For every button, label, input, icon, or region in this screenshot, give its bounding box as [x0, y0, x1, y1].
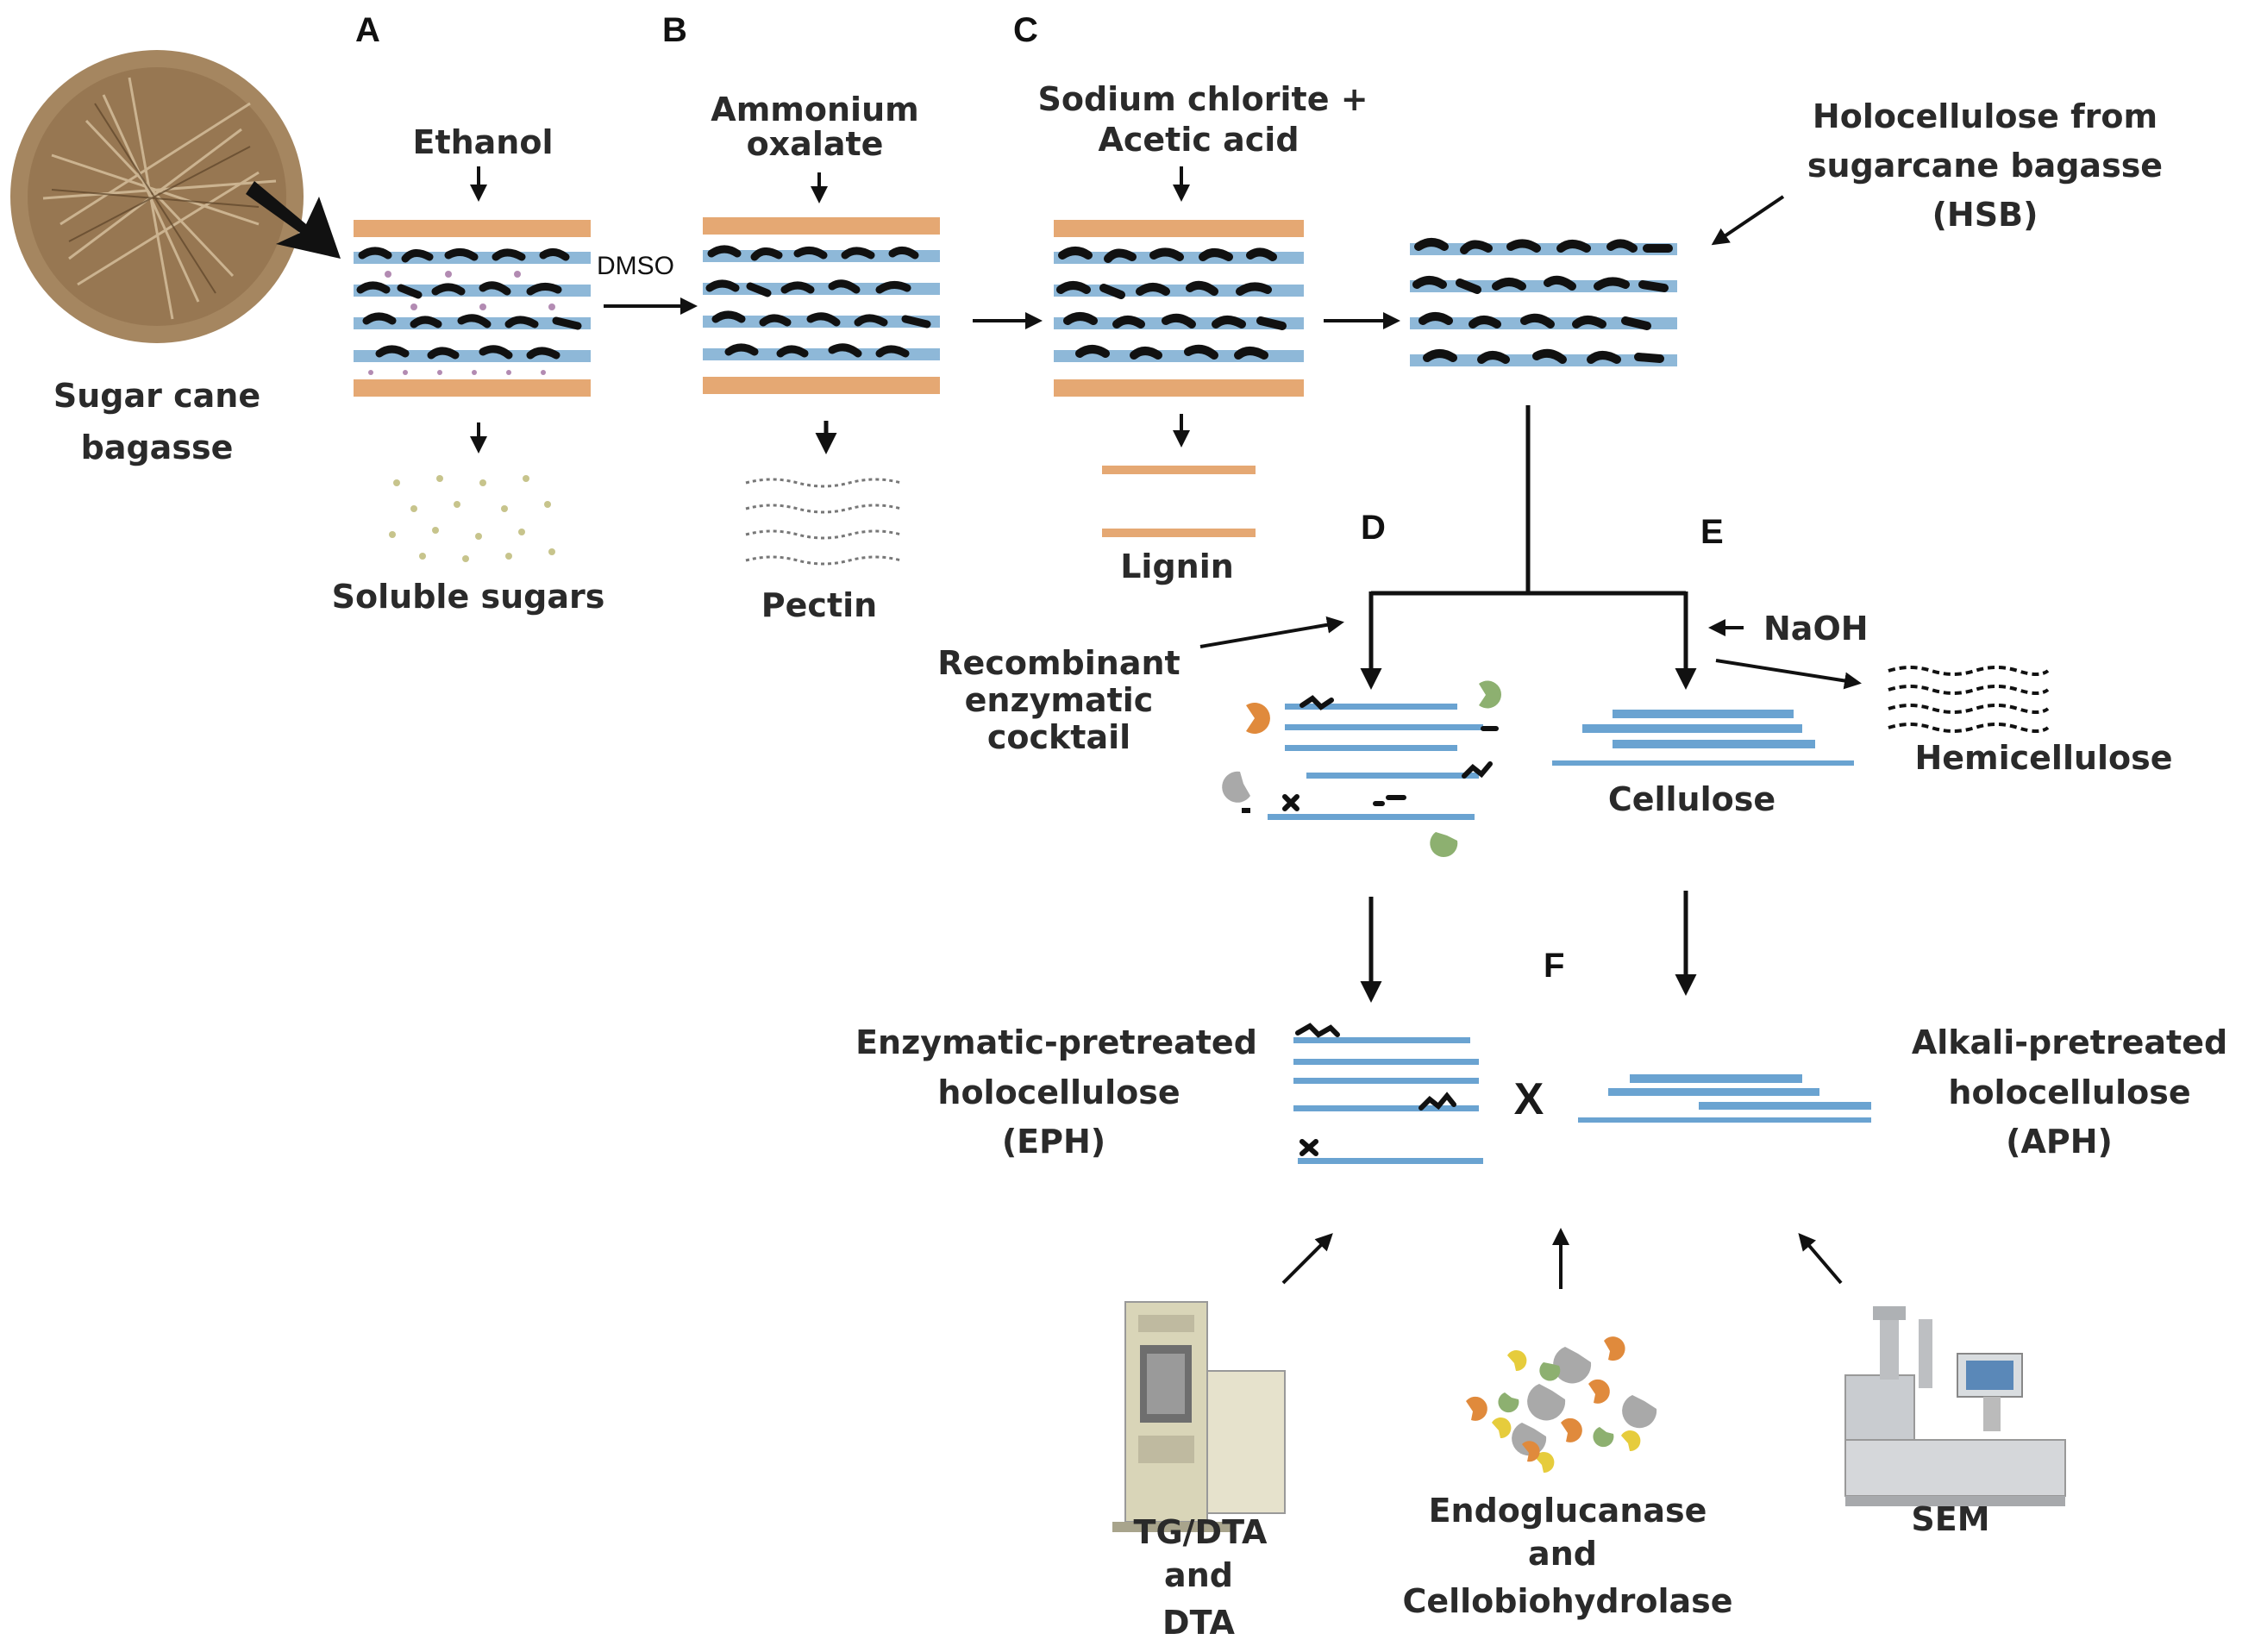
hemicellulose-strands — [1888, 666, 2050, 733]
enzyme-orange-icon-5 — [1561, 1417, 1582, 1442]
hsb-label-line3: (HSB) — [1932, 196, 2038, 234]
reagent-naoh: NaOH — [1763, 610, 1869, 648]
reagent-chlorite-line2: Acetic acid — [1098, 121, 1299, 159]
reagent-ethanol: Ethanol — [412, 123, 553, 161]
enzyme-orange-icon-6 — [1522, 1441, 1540, 1462]
enzyme-orange-icon — [1246, 703, 1270, 734]
soluble-sugars-dots — [389, 475, 555, 562]
eph-label-line1: Enzymatic-pretreated — [855, 1023, 1257, 1061]
enzyme-gray-icon — [1222, 771, 1250, 803]
analysis-tg-line3: DTA — [1162, 1604, 1236, 1642]
aph-label-line1: Alkali-pretreated — [1912, 1023, 2227, 1061]
enzyme-orange-icon-2 — [1604, 1336, 1625, 1361]
step-label-a: A — [355, 11, 380, 49]
sem-instrument-icon — [1844, 1306, 2066, 1506]
bagasse-label-line2: bagasse — [81, 429, 234, 466]
analysis-enzymes-line3: Cellobiohydrolase — [1402, 1582, 1732, 1620]
reagent-dmso: DMSO — [597, 252, 674, 280]
cellulose-fibers-e — [1552, 710, 1854, 766]
analysis-enzymes-line1: Endoglucanase — [1429, 1492, 1707, 1530]
enzyme-gray-icon-5 — [1622, 1395, 1657, 1429]
product-cellulose: Cellulose — [1608, 780, 1775, 818]
step-label-d: D — [1361, 509, 1386, 547]
aph-label-line2: holocellulose — [1948, 1073, 2190, 1111]
eph-label-line3: (EPH) — [1002, 1123, 1105, 1161]
analysis-enzymes-line2: and — [1528, 1535, 1597, 1573]
product-hemicellulose: Hemicellulose — [1914, 739, 2172, 777]
arrow-cocktail — [1199, 616, 1344, 648]
cocktail-label-line2: enzymatic — [965, 681, 1154, 719]
enzyme-green-icon-4 — [1498, 1392, 1519, 1413]
product-pectin: Pectin — [761, 586, 877, 624]
enzyme-orange-icon-4 — [1466, 1396, 1487, 1421]
plant-cell-wall-a — [354, 220, 591, 397]
arrow-hsb-label — [1711, 195, 1785, 246]
product-soluble-sugars: Soluble sugars — [332, 578, 605, 616]
holocellulose-hsb-structure — [1410, 238, 1677, 366]
eph-fibers — [1293, 1023, 1483, 1164]
bagasse-label-line1: Sugar cane — [53, 377, 260, 415]
hsb-label-line2: sugarcane bagasse — [1807, 147, 2163, 185]
lignin-bar-bottom — [1102, 529, 1256, 537]
analysis-sem: SEM — [1911, 1500, 1989, 1538]
enzyme-gray-icon-3 — [1553, 1347, 1592, 1384]
product-lignin: Lignin — [1120, 548, 1234, 585]
eph-label-line2: holocellulose — [937, 1073, 1180, 1111]
cocktail-label-line1: Recombinant — [937, 644, 1180, 682]
bagasse-image — [10, 50, 304, 343]
enzyme-yellow-icon-3 — [1621, 1430, 1641, 1452]
analysis-tg-line2: and — [1164, 1556, 1233, 1594]
enzymatic-hydrolysis-fibers — [1222, 680, 1501, 858]
lignin-bar-top — [1102, 466, 1256, 474]
enzyme-cluster — [1466, 1336, 1657, 1474]
aph-label-line3: (APH) — [2006, 1123, 2113, 1161]
reagent-ammonium-line1: Ammonium — [711, 91, 918, 128]
enzyme-yellow-icon-2 — [1492, 1417, 1512, 1439]
aph-fibers — [1578, 1074, 1871, 1123]
split-connector — [1371, 405, 1686, 596]
arrow-sem-up — [1798, 1232, 1843, 1285]
tg-dta-instrument-icon — [1112, 1301, 1286, 1532]
enzyme-green-icon-2 — [1430, 832, 1458, 858]
enzyme-orange-icon-3 — [1588, 1379, 1610, 1404]
arrow-tg-up — [1281, 1233, 1333, 1285]
step-label-c: C — [1013, 11, 1038, 49]
enzyme-green-icon-3 — [1539, 1362, 1561, 1381]
hsb-label-line1: Holocellulose from — [1813, 97, 2157, 135]
entry-arrow-icon — [246, 181, 341, 259]
enzyme-green-icon — [1479, 680, 1501, 709]
enzyme-yellow-icon-4 — [1535, 1452, 1555, 1474]
reagent-ammonium-line2: oxalate — [747, 125, 884, 163]
enzyme-yellow-icon — [1507, 1350, 1527, 1372]
cocktail-label-line3: cocktail — [987, 718, 1130, 756]
reagent-chlorite-line1: Sodium chlorite + — [1037, 80, 1368, 118]
arrow-to-hemicellulose — [1715, 659, 1862, 690]
cross-symbol: X — [1514, 1074, 1544, 1124]
step-label-f: F — [1544, 947, 1564, 985]
plant-cell-wall-b — [703, 217, 940, 394]
step-label-e: E — [1700, 513, 1724, 551]
plant-cell-wall-c — [1054, 220, 1304, 397]
enzyme-green-icon-5 — [1593, 1427, 1614, 1448]
pectin-strands — [745, 478, 902, 566]
step-label-b: B — [662, 11, 687, 49]
analysis-tg-line1: TG/DTA — [1134, 1513, 1268, 1551]
enzyme-gray-icon-4 — [1527, 1384, 1566, 1421]
